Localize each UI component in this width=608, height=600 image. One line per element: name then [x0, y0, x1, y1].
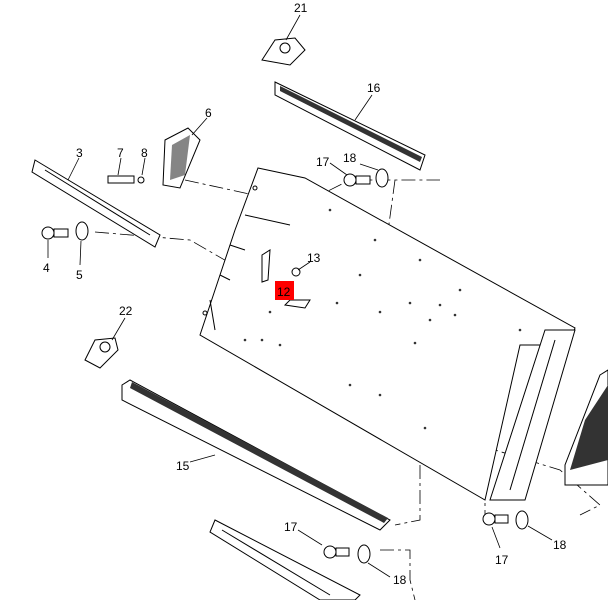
callout-17[interactable]: 17 [316, 155, 330, 169]
part-6-brush-block [162, 127, 201, 189]
callout-7[interactable]: 7 [117, 146, 124, 160]
callout-18[interactable]: 18 [343, 151, 357, 165]
callout-12[interactable]: 12 [277, 285, 291, 299]
callout-5[interactable]: 5 [76, 268, 83, 282]
callout-8[interactable]: 8 [141, 146, 148, 160]
callout-17[interactable]: 17 [495, 553, 509, 567]
callout-labels: 21 16 6 3 7 8 17 18 4 5 13 12 22 15 17 1… [43, 1, 567, 587]
callout-13[interactable]: 13 [307, 251, 321, 265]
callout-6[interactable]: 6 [205, 106, 212, 120]
bottom-din-rail [209, 519, 361, 600]
brush-strip-right [564, 369, 608, 486]
leader-lines [47, 14, 553, 578]
part-21-clip [261, 37, 306, 66]
right-rail [489, 329, 576, 501]
part-15-brush-strip [121, 379, 391, 531]
mounting-plate [199, 167, 576, 501]
callout-21[interactable]: 21 [294, 1, 308, 15]
callout-18[interactable]: 18 [393, 573, 407, 587]
part-22-clip [84, 337, 119, 369]
part-12-highlight [275, 281, 294, 300]
fasteners [41, 168, 529, 564]
callout-16[interactable]: 16 [367, 81, 381, 95]
part-3-din-rail [31, 159, 161, 248]
callout-4[interactable]: 4 [43, 261, 50, 275]
callout-18[interactable]: 18 [553, 538, 567, 552]
callout-3[interactable]: 3 [76, 146, 83, 160]
callout-17[interactable]: 17 [284, 520, 298, 534]
callout-15[interactable]: 15 [176, 459, 190, 473]
callout-22[interactable]: 22 [119, 304, 133, 318]
part-16-brush-strip [274, 81, 426, 171]
